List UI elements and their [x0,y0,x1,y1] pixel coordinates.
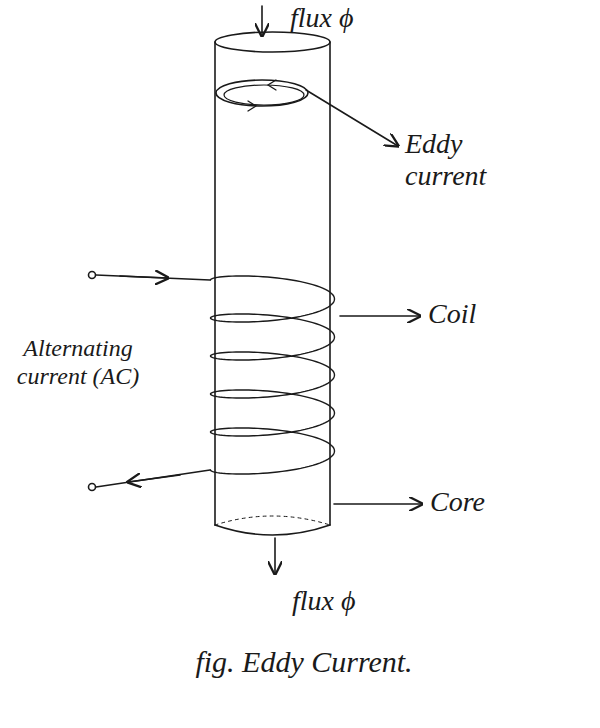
current-arrow [120,276,168,278]
figure-caption: fig. Eddy Current. [4,645,600,680]
core-bottom-back [215,516,330,525]
coil-winding [211,276,335,474]
source-label: Alternating current (AC) [8,335,148,390]
core-bottom [215,525,330,535]
eddy-loop [224,85,304,105]
core-label: Core [430,486,485,518]
core-side [329,42,331,525]
leader-line [340,315,420,317]
current-arrow [128,475,180,482]
flux-arrow [261,6,263,36]
core-top [215,32,330,52]
terminal [89,484,96,491]
coil-lead [96,470,210,487]
leader-line [334,503,422,505]
terminal [89,272,96,279]
leader-line [306,90,398,146]
flux-arrow [274,538,276,574]
eddy-loop [216,80,308,106]
core-side [214,42,216,525]
eddy-direction [248,101,256,111]
eddy-current-label: Eddy current [405,128,513,192]
flux-label: flux ϕ [290,2,353,34]
coil-lead [96,275,210,280]
flux-label: flux ϕ [292,585,355,617]
coil-label: Coil [428,298,476,330]
eddy-direction [268,80,276,90]
